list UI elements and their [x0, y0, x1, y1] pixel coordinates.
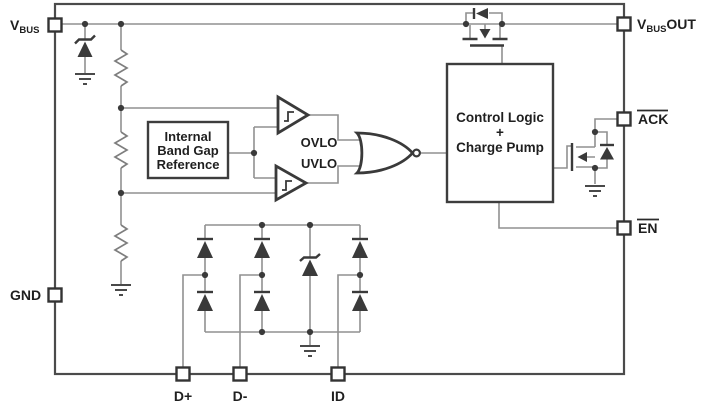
bandgap-line-3: Reference — [157, 157, 220, 172]
resistor-icon — [113, 224, 129, 262]
pass-fet-leads — [465, 12, 503, 64]
ovlo-comparator-icon — [276, 94, 311, 136]
control-logic-block: Control Logic + Charge Pump — [445, 62, 555, 204]
dplus-pin — [175, 366, 191, 382]
esd-diode-icon — [254, 237, 270, 311]
bandgap-line-2: Band Gap — [157, 143, 218, 158]
uvlo-label: UVLO — [301, 156, 337, 171]
ack-pin-label: ACK — [638, 111, 668, 127]
en-pin — [616, 220, 632, 236]
ack-fet-gate-wire — [553, 145, 572, 169]
tvs-diode-icon — [74, 34, 96, 57]
esd-zener-icon — [299, 253, 321, 276]
nor-gate-icon — [353, 131, 422, 175]
uvlo-comparator-icon — [274, 163, 309, 203]
vbus-pin-label: VBUS — [10, 17, 39, 36]
ack-wire — [594, 118, 617, 132]
dminus-pin-label: D- — [233, 388, 248, 404]
junction-dots — [81, 20, 599, 336]
pass-fet-icon — [462, 8, 508, 47]
en-pin-label: EN — [638, 220, 657, 236]
vbusout-main: V — [637, 16, 647, 32]
vbus-subscript: BUS — [19, 25, 39, 36]
id-pin-label: ID — [331, 388, 345, 404]
control-line-3: Charge Pump — [456, 140, 544, 155]
en-wire — [498, 202, 617, 229]
id-pin — [330, 366, 346, 382]
wires — [62, 12, 617, 368]
ovlo-output-wire — [308, 114, 362, 141]
resistor-divider — [113, 49, 129, 262]
ground-icon — [75, 73, 95, 85]
dminus-pin — [232, 366, 248, 382]
ack-pin — [616, 111, 632, 127]
control-line-2: + — [496, 125, 504, 140]
ovlo-label: OVLO — [301, 135, 338, 150]
gnd-pin-label: GND — [10, 287, 41, 303]
inverter-bubble — [412, 148, 422, 158]
control-line-1: Control Logic — [456, 110, 544, 125]
resistor-icon — [113, 49, 129, 87]
vbusout-subscript: BUS — [646, 24, 666, 35]
bandgap-line-1: Internal — [165, 129, 212, 144]
esd-pin-taps — [182, 274, 360, 368]
ack-fet-icon — [570, 143, 614, 171]
bandgap-reference-block: Internal Band Gap Reference — [146, 120, 230, 180]
vbusout-suffix: OUT — [666, 16, 696, 32]
vbus-pin — [47, 17, 63, 33]
ground-icon — [300, 345, 320, 357]
ground-icon — [585, 185, 605, 197]
vbusout-pin — [616, 16, 632, 32]
gnd-pin — [47, 287, 63, 303]
ground-icon — [111, 284, 131, 296]
esd-rails — [205, 224, 360, 333]
uvlo-output-wire — [306, 165, 362, 184]
resistor-icon — [113, 131, 129, 169]
ack-fet-leads — [576, 131, 608, 184]
esd-diode-icon — [352, 237, 368, 311]
vbusout-pin-label: VBUSOUT — [637, 16, 696, 35]
esd-protection-array — [197, 237, 368, 311]
body-diode-icon — [600, 147, 614, 160]
dplus-pin-label: D+ — [174, 388, 192, 404]
body-diode-icon — [476, 8, 488, 19]
esd-diode-icon — [197, 237, 213, 311]
vbus-main: V — [10, 17, 20, 33]
